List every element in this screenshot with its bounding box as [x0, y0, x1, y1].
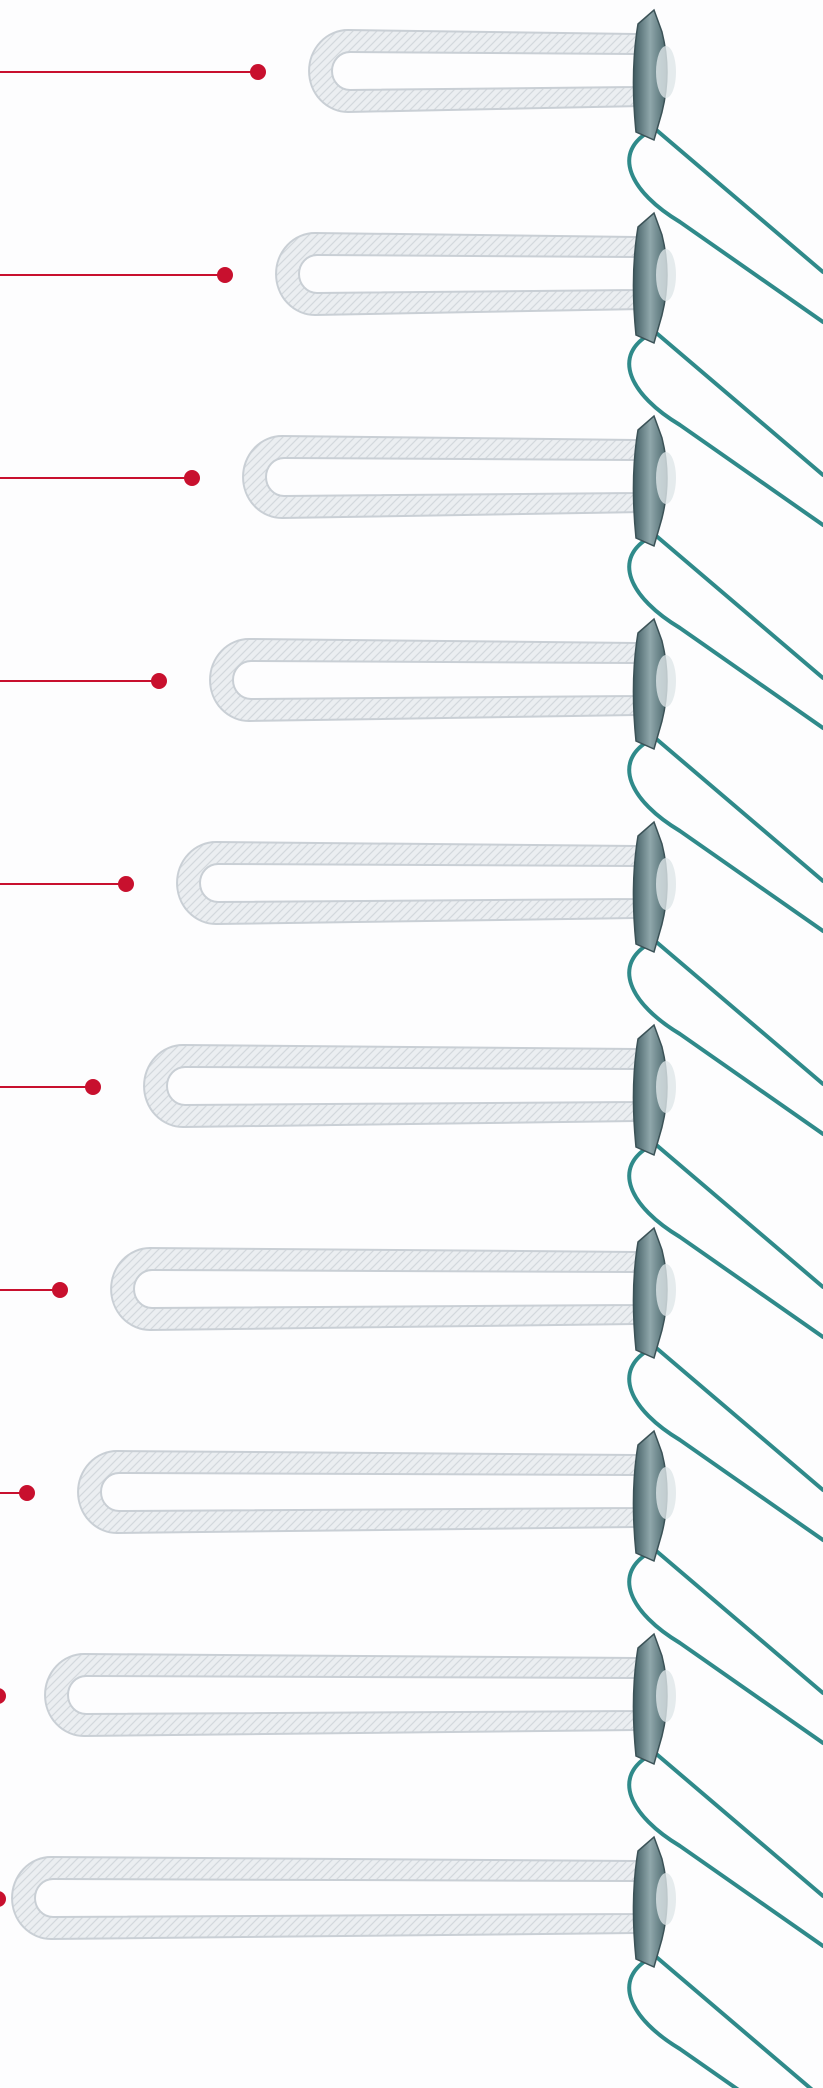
leader-dot	[0, 1891, 6, 1907]
rope-loop-hole	[232, 659, 636, 701]
cord	[627, 1547, 823, 1745]
rope-loop-hole	[34, 1877, 636, 1919]
rope-row	[0, 617, 823, 933]
leader-dot	[85, 1079, 101, 1095]
toggle-highlight	[656, 1061, 676, 1113]
rope-loop-hole	[298, 253, 636, 295]
cord	[627, 329, 823, 527]
cord	[627, 532, 823, 730]
toggle-highlight	[656, 46, 676, 98]
cord	[627, 1141, 823, 1339]
rope-row	[0, 8, 823, 324]
toggle-highlight	[656, 1873, 676, 1925]
cord	[627, 1953, 814, 2088]
toggle-highlight	[656, 1670, 676, 1722]
leader-dot	[0, 1688, 6, 1704]
rope-row	[0, 1429, 823, 1745]
rope-loop-hole	[166, 1065, 636, 1107]
toggle-highlight	[656, 1264, 676, 1316]
toggle-highlight	[656, 452, 676, 504]
cord	[627, 1344, 823, 1542]
rope-row	[0, 1226, 823, 1542]
rope-row	[0, 1023, 823, 1339]
leader-dot	[184, 470, 200, 486]
rope-row	[0, 414, 823, 730]
rope-loop-hole	[199, 862, 636, 904]
toggle-highlight	[656, 858, 676, 910]
rope-loop-hole	[331, 50, 636, 92]
leader-dot	[151, 673, 167, 689]
rope-loop-hole	[100, 1471, 636, 1513]
rope-row	[0, 820, 823, 1136]
rope-row	[0, 1632, 823, 1948]
cord	[627, 126, 823, 324]
toggle-highlight	[656, 1467, 676, 1519]
rope-loop-hole	[265, 456, 636, 498]
leader-dot	[217, 267, 233, 283]
toggle-highlight	[656, 249, 676, 301]
cord	[627, 1750, 823, 1948]
leader-dot	[250, 64, 266, 80]
leader-dot	[52, 1282, 68, 1298]
leader-dot	[118, 876, 134, 892]
rope-loop-hole	[67, 1674, 636, 1716]
rope-row	[0, 211, 823, 527]
leader-dot	[19, 1485, 35, 1501]
rope-loop-hole	[133, 1268, 636, 1310]
toggle-highlight	[656, 655, 676, 707]
cord	[627, 938, 823, 1136]
rope-row	[0, 1835, 814, 2088]
cord	[627, 735, 823, 933]
